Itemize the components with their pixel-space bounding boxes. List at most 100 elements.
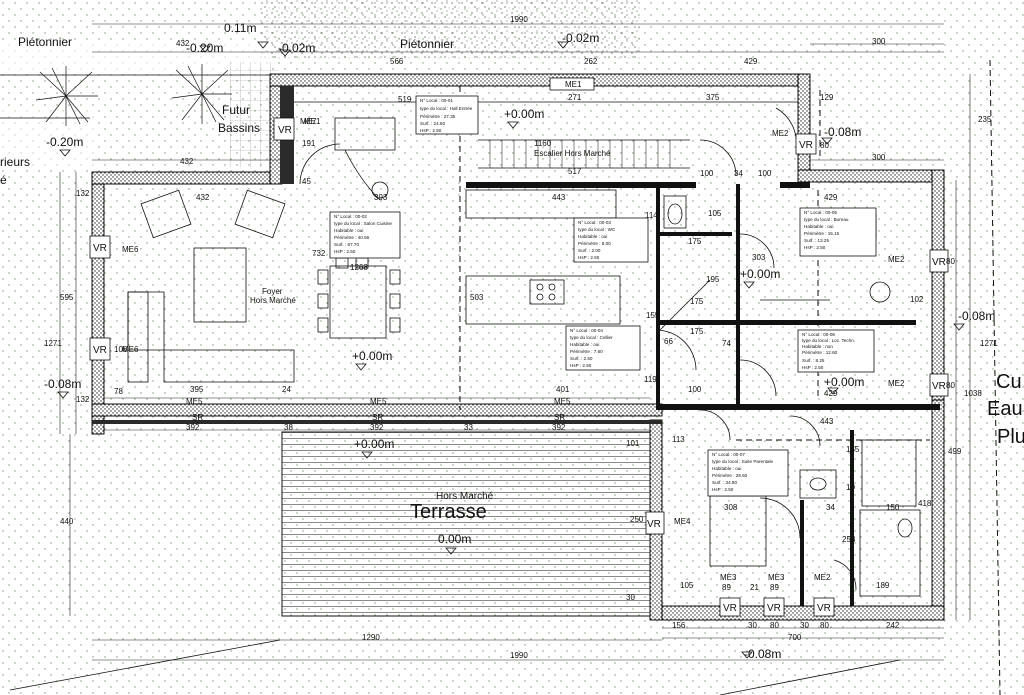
svg-text:type du local : Loc. Techn.: type du local : Loc. Techn.	[802, 338, 855, 343]
vr-tag: VR	[719, 597, 741, 617]
svg-text:ME6: ME6	[122, 345, 139, 354]
svg-text:1290: 1290	[362, 633, 380, 642]
svg-text:100: 100	[688, 385, 702, 394]
svg-text:443: 443	[820, 417, 834, 426]
vr-tag: VR	[813, 597, 835, 617]
svg-text:114: 114	[645, 211, 658, 220]
foyer-hors-marche-label: Hors Marché	[250, 296, 296, 305]
svg-text:189: 189	[876, 581, 890, 590]
svg-text:Périmètre : 12.60: Périmètre : 12.60	[802, 350, 838, 355]
svg-text:ME4: ME4	[674, 517, 691, 526]
svg-text:1268: 1268	[350, 263, 368, 272]
opening-tags: ME1 ME7 ME2 ME6 ME6 ME2 ME2 ME5 ME5 ME5 …	[122, 117, 905, 582]
svg-text:102: 102	[910, 295, 924, 304]
svg-text:34: 34	[734, 169, 743, 178]
svg-text:VR: VR	[799, 140, 813, 151]
svg-text:ME6: ME6	[122, 245, 139, 254]
svg-text:80: 80	[946, 257, 955, 266]
svg-text:175: 175	[690, 327, 704, 336]
svg-text:-0.08m: -0.08m	[824, 125, 861, 139]
svg-text:78: 78	[114, 387, 123, 396]
rieurs-label: rieurs	[0, 155, 30, 169]
svg-text:N° Local : 00-03: N° Local : 00-03	[578, 220, 611, 225]
svg-text:303: 303	[752, 253, 766, 262]
svg-text:-0.20m: -0.20m	[46, 135, 83, 149]
svg-text:392: 392	[370, 423, 384, 432]
svg-text:Habitable : non: Habitable : non	[802, 344, 833, 349]
svg-text:N° Local : 00-06: N° Local : 00-06	[802, 332, 835, 337]
svg-text:156: 156	[672, 621, 686, 630]
room-box-wc: N° Local : 00-03 type du local : WC Habi…	[573, 217, 649, 263]
svg-text:Surf. : 13.25: Surf. : 13.25	[804, 238, 829, 243]
plan-labels: Piétonnier Piétonnier Futur Bassins rieu…	[0, 35, 1024, 523]
svg-text:ME2: ME2	[888, 255, 905, 264]
svg-text:ME5: ME5	[554, 397, 571, 406]
svg-text:Surf. : 8.25: Surf. : 8.25	[802, 358, 825, 363]
svg-text:+0.00m: +0.00m	[740, 267, 780, 281]
svg-text:242: 242	[886, 621, 900, 630]
svg-text:375: 375	[706, 93, 720, 102]
svg-text:113: 113	[672, 435, 685, 444]
svg-text:418: 418	[918, 499, 932, 508]
svg-text:401: 401	[556, 385, 570, 394]
svg-text:Périmètre : 7.60: Périmètre : 7.60	[570, 349, 603, 354]
terrasse-label: Terrasse	[410, 501, 487, 523]
svg-text:ME2: ME2	[772, 129, 789, 138]
svg-text:100: 100	[700, 169, 714, 178]
svg-text:566: 566	[390, 57, 404, 66]
svg-text:Surf. : 24.60: Surf. : 24.60	[420, 121, 445, 126]
svg-text:1160: 1160	[534, 139, 552, 148]
svg-text:ME3: ME3	[768, 573, 785, 582]
svg-text:-0.08m: -0.08m	[958, 309, 995, 323]
svg-text:Périmètre : 40.56: Périmètre : 40.56	[334, 235, 370, 240]
svg-text:395: 395	[190, 385, 204, 394]
svg-text:443: 443	[552, 193, 566, 202]
svg-text:+0.00m: +0.00m	[354, 437, 394, 451]
svg-text:N° Local : 00-05: N° Local : 00-05	[804, 210, 837, 215]
svg-text:80: 80	[946, 381, 955, 390]
svg-text:VR: VR	[93, 345, 107, 356]
dimension-text: 1990 432 566 262 429 300 300 271 375 519…	[44, 15, 998, 660]
svg-text:VR: VR	[932, 257, 946, 268]
svg-text:HsP : 2.50: HsP : 2.50	[420, 128, 442, 133]
svg-text:392: 392	[186, 423, 200, 432]
svg-text:74: 74	[722, 339, 731, 348]
window-tags: VR VR VR VR VR VR VR VR VR VR ME1	[89, 77, 949, 617]
svg-text:30: 30	[626, 593, 635, 602]
svg-text:429: 429	[824, 389, 838, 398]
svg-text:80: 80	[820, 621, 829, 630]
pietonnier-top-label: Piétonnier	[400, 37, 454, 51]
svg-text:308: 308	[724, 503, 738, 512]
svg-text:440: 440	[60, 517, 74, 526]
svg-text:ME3: ME3	[720, 573, 737, 582]
svg-text:1271: 1271	[980, 339, 998, 348]
svg-text:1271: 1271	[44, 339, 62, 348]
svg-text:-0.08m: -0.08m	[744, 647, 781, 661]
svg-text:80: 80	[820, 141, 829, 150]
svg-text:Habitable : oui: Habitable : oui	[570, 342, 599, 347]
svg-text:132: 132	[76, 395, 90, 404]
svg-text:-0.20m: -0.20m	[186, 41, 223, 55]
cu-label: Cu	[996, 371, 1022, 393]
svg-text:Surf. : 67.70: Surf. : 67.70	[334, 242, 359, 247]
left-e-label: é	[0, 173, 7, 187]
svg-text:Surf. : 34.80: Surf. : 34.80	[712, 480, 737, 485]
room-box-tech: N° Local : 00-06 type du local : Loc. Te…	[797, 329, 875, 373]
svg-text:191: 191	[302, 139, 316, 148]
room-box-parents: N° Local : 00-07 type du local : Suite P…	[707, 449, 789, 497]
svg-text:250: 250	[630, 515, 644, 524]
escalier-label: Escalier Hors Marché	[534, 149, 611, 158]
svg-text:34: 34	[826, 503, 835, 512]
svg-text:432: 432	[180, 157, 194, 166]
svg-text:300: 300	[872, 153, 886, 162]
svg-text:10: 10	[846, 483, 855, 492]
svg-text:N° Local : 00-07: N° Local : 00-07	[712, 452, 745, 457]
svg-text:Surf. : 2.50: Surf. : 2.50	[570, 356, 593, 361]
svg-text:499: 499	[948, 447, 962, 456]
tree-right-icon	[171, 64, 232, 124]
vr-tag: VR	[929, 373, 949, 397]
bassins-label: Bassins	[218, 121, 260, 135]
svg-text:SR: SR	[554, 413, 565, 422]
svg-text:253: 253	[842, 535, 856, 544]
